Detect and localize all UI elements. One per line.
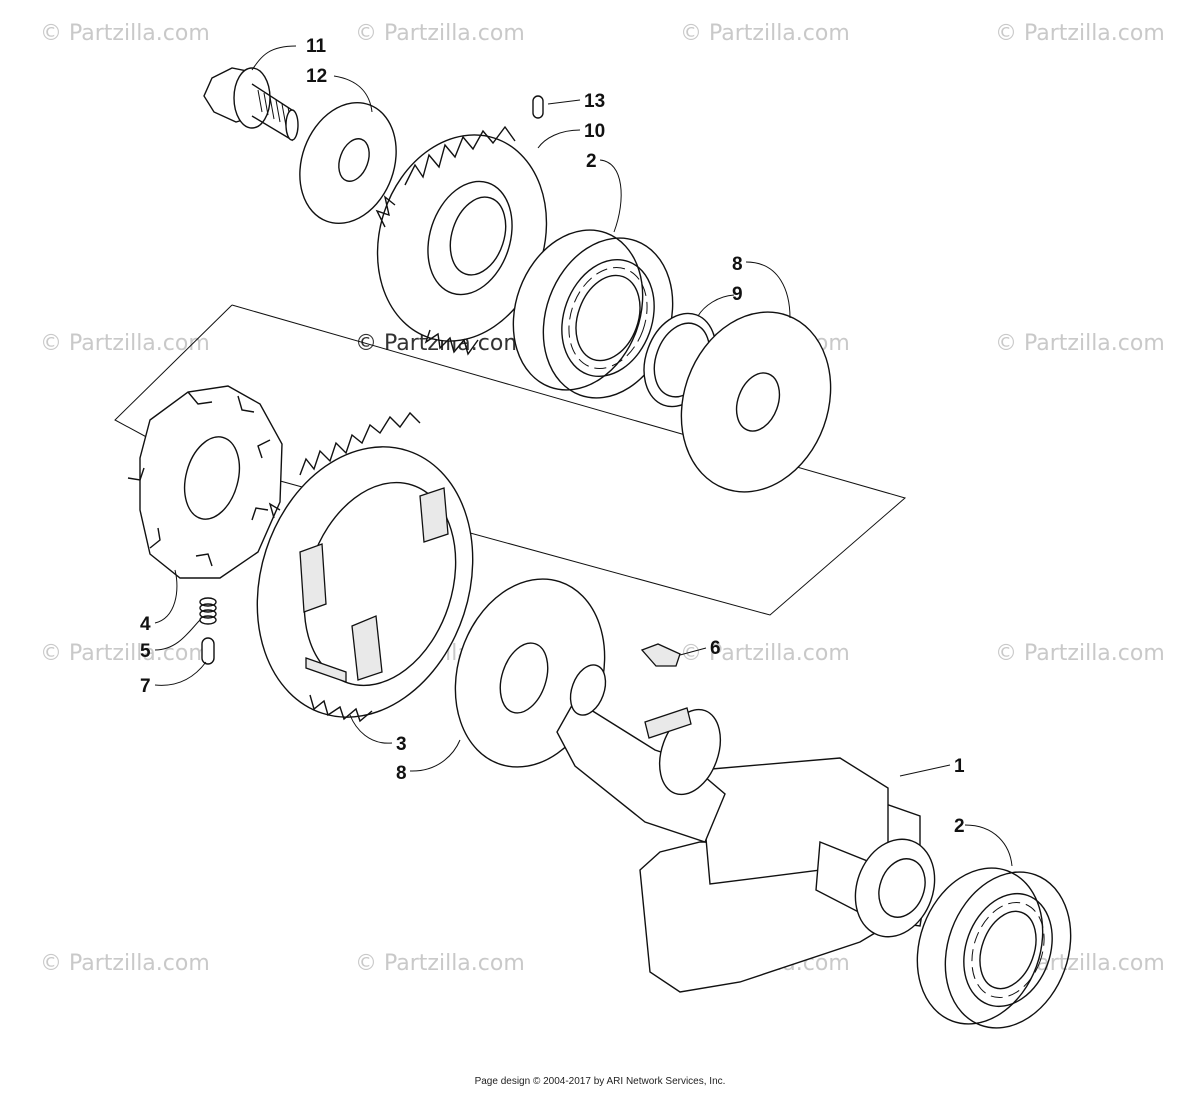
callout-2-lower: 2 [954, 816, 965, 837]
watermark-text: © Partzilla.com [355, 951, 525, 976]
callout-1: 1 [954, 756, 965, 777]
part-1-crankshaft [556, 664, 936, 993]
callout-labels: 11 12 13 10 2 8 9 4 5 7 3 8 6 1 2 [140, 36, 965, 837]
callout-10: 10 [584, 121, 605, 142]
watermark-text: © Partzilla.com [995, 641, 1165, 666]
part-7-pin [201, 637, 215, 665]
watermark-text: © Partzilla.com [40, 21, 210, 46]
watermark-text: © Partzilla.com [995, 21, 1165, 46]
callout-12: 12 [306, 66, 327, 87]
watermark-text: © Partzilla.com [40, 951, 210, 976]
callout-8-lower: 8 [396, 763, 407, 784]
callout-13: 13 [584, 91, 605, 112]
callout-6: 6 [710, 638, 721, 659]
callout-7: 7 [140, 676, 151, 697]
watermark-text: © Partzilla.com [680, 641, 850, 666]
part-8-washer-upper [680, 311, 832, 493]
part-11-bolt [203, 67, 299, 142]
leader-lines [154, 45, 1013, 867]
watermark-text: © Partzilla.com [680, 21, 850, 46]
watermark-text: © Partzilla.com [995, 331, 1165, 356]
part-4-ratchet-plate [127, 385, 283, 579]
callout-8-upper: 8 [732, 254, 743, 275]
callout-4: 4 [140, 614, 151, 635]
part-13-pin [532, 95, 544, 119]
part-10-gear [375, 125, 548, 356]
watermark-text: © Partzilla.com [355, 21, 525, 46]
part-12-washer [299, 101, 397, 225]
assembly-outline [114, 304, 907, 616]
callout-5: 5 [140, 641, 151, 662]
watermark-text: © Partzilla.com [40, 331, 210, 356]
page-footer: Page design © 2004-2017 by ARI Network S… [474, 1076, 726, 1087]
part-2-bearing-lower [916, 867, 1072, 1029]
callout-9: 9 [732, 284, 743, 305]
watermark-text: © Partzilla.com [40, 641, 210, 666]
part-6-key [640, 643, 681, 667]
callout-3: 3 [396, 734, 407, 755]
callout-2-upper: 2 [586, 151, 597, 172]
callout-11: 11 [306, 36, 327, 57]
part-5-spring [199, 597, 217, 625]
part-3-ring-gear [256, 411, 474, 723]
